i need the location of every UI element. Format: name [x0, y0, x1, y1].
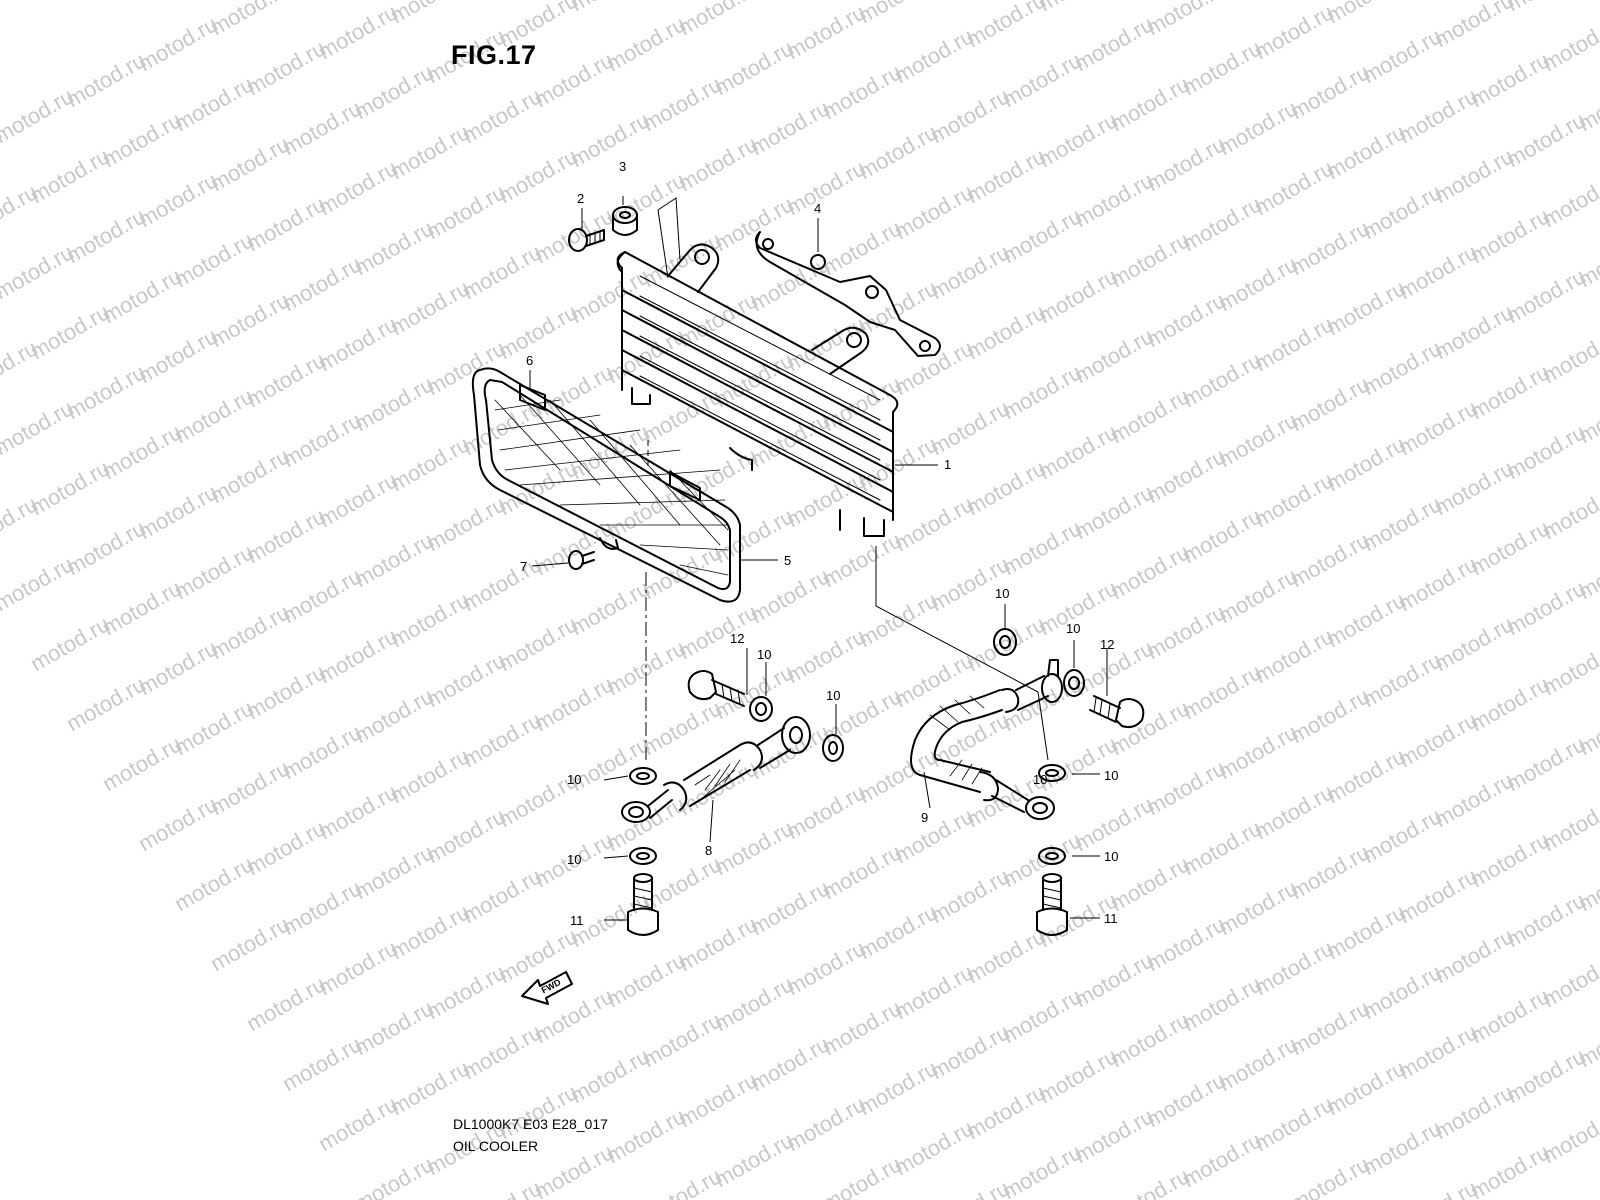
callout-10-e: 10: [567, 772, 581, 787]
callout-10-i: 10: [1033, 772, 1047, 787]
callout-4: 4: [814, 201, 821, 216]
oil-hose-9: [910, 659, 1063, 820]
callout-1: 1: [944, 457, 951, 472]
callout-10-h: 10: [1104, 849, 1118, 864]
oil-hose-8: [621, 716, 811, 823]
diagram-code: DL1000K7 E03 E28_017: [453, 1116, 608, 1132]
leader-lines: [529, 196, 1108, 921]
banjo-bolts-12: [687, 670, 1145, 729]
screw-7: [568, 550, 595, 570]
union-bolts-11: [627, 873, 1068, 936]
callout-2: 2: [577, 191, 584, 206]
callout-11-b: 11: [1104, 911, 1118, 926]
callout-9: 9: [921, 810, 928, 825]
callout-10-g: 10: [567, 852, 581, 867]
grommet-3: [612, 206, 638, 236]
callout-10-f: 10: [1104, 768, 1118, 783]
callout-11-a: 11: [570, 913, 584, 928]
callout-10-a: 10: [995, 586, 1009, 601]
fwd-arrow-icon: [521, 971, 573, 1005]
bracket-4: [755, 231, 941, 357]
callout-8: 8: [705, 843, 712, 858]
callout-10-b: 10: [1066, 621, 1080, 636]
callout-12-a: 12: [730, 631, 744, 646]
bolt-2: [568, 228, 605, 252]
callout-12-b: 12: [1100, 637, 1114, 652]
washers-10: [629, 628, 1085, 865]
callout-numbers: 1 2 3 4 5 6 7 8 9 10 10 10 10 10 10 10 1…: [520, 159, 1118, 928]
callout-3: 3: [619, 159, 626, 174]
diagram-caption: OIL COOLER: [453, 1138, 539, 1154]
callout-5: 5: [784, 553, 791, 568]
callout-6: 6: [526, 353, 533, 368]
callout-7: 7: [520, 559, 527, 574]
callout-10-d: 10: [826, 688, 840, 703]
callout-10-c: 10: [757, 647, 771, 662]
figure-title: FIG.17: [451, 40, 537, 70]
cooler-cover-5: [471, 367, 741, 603]
oil-cooler-core: [616, 243, 899, 537]
